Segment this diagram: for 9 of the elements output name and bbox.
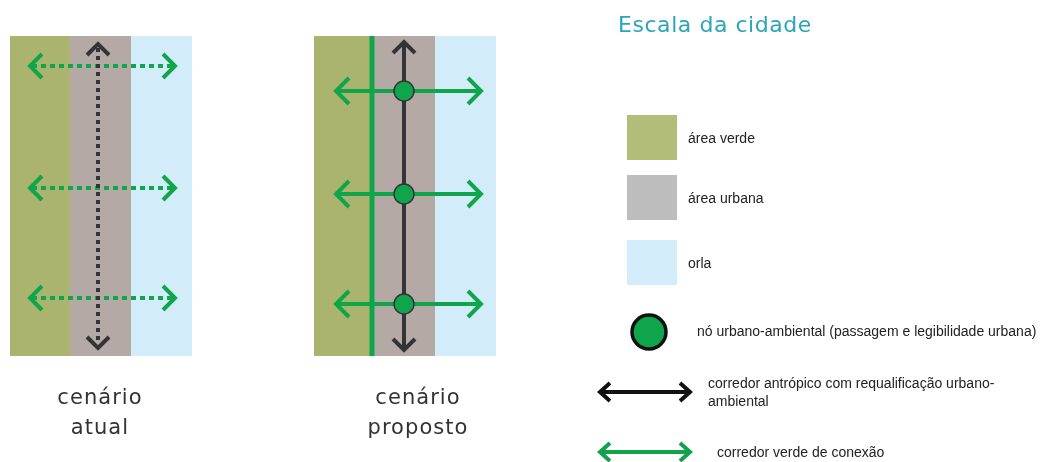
legend-text: corredor verde de conexão (717, 443, 886, 461)
legend-text: corredor antrópico com requalificação urbano-ambiental (708, 374, 996, 410)
scenario-caption: cenário atual (56, 384, 144, 441)
legend-text: área verde (688, 129, 755, 148)
legend-text: nó urbano-ambiental (passagem e legibilidade urbana) (697, 322, 1038, 340)
title: Escala da cidade (618, 11, 812, 39)
legend-text: orla (688, 254, 712, 273)
scenario-caption: cenário proposto (366, 384, 470, 441)
legend-text: área urbana (688, 189, 764, 208)
